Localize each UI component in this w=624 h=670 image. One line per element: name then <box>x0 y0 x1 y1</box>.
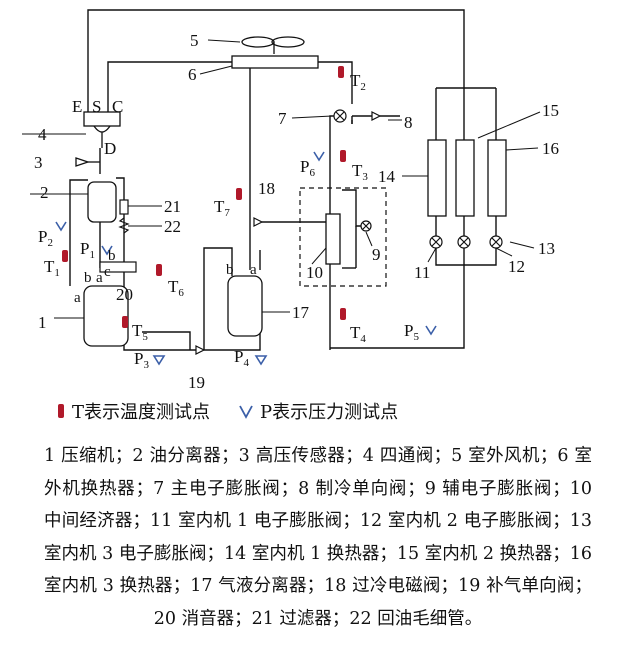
sensor-labels: T1 T2 T3 T4 T5 T6 T7 P1 P2 P3 P4 P5 P6 <box>38 71 419 371</box>
sensor-T3: T3 <box>352 161 368 183</box>
indoor-expansion-valve-2 <box>457 235 471 249</box>
label-b-sep: b <box>226 262 234 278</box>
legend-temperature-label: T表示温度测试点 <box>72 402 211 423</box>
press-marker-P2 <box>55 221 67 232</box>
refrigeration-check-valve <box>371 111 382 121</box>
label-a-muff: a <box>96 270 103 286</box>
pressure-markers <box>55 151 437 366</box>
legend: T表示温度测试点 P表示压力测试点 <box>56 396 616 426</box>
label-8: 8 <box>404 113 413 132</box>
sensor-P5: P5 <box>404 321 419 343</box>
legend-temperature: T表示温度测试点 <box>56 398 210 424</box>
press-marker-P1 <box>101 245 113 256</box>
label-10: 10 <box>306 263 323 282</box>
label-b-muff: b <box>108 248 116 264</box>
figure-caption: 1 压缩机；2 油分离器；3 高压传感器；4 四通阀；5 室外风机；6 室外机换… <box>44 446 592 629</box>
sensor-T7: T7 <box>214 197 230 219</box>
sensor-P1: P1 <box>80 239 95 261</box>
label-S: S <box>92 97 101 116</box>
temp-marker-T2 <box>338 66 344 78</box>
temp-marker-T4 <box>340 308 346 320</box>
label-a-sep: a <box>250 262 257 278</box>
intermediate-economizer <box>325 213 341 265</box>
indoor-expansion-valve-3 <box>489 235 503 249</box>
main-expansion-valve <box>333 109 347 123</box>
temperature-marker-icon <box>58 404 64 418</box>
label-18: 18 <box>258 179 275 198</box>
legend-pressure-label: P表示压力测试点 <box>260 402 399 423</box>
pressure-marker-icon <box>239 405 253 419</box>
label-E: E <box>72 97 82 116</box>
sensor-T5: T5 <box>132 321 148 343</box>
label-21: 21 <box>164 197 181 216</box>
label-13: 13 <box>538 239 555 258</box>
refrigeration-system-diagram: 1 2 3 4 5 6 7 8 9 10 11 12 13 14 15 16 1… <box>22 9 559 392</box>
outdoor-fan <box>241 36 305 54</box>
indoor-heat-exchanger-2 <box>455 139 475 217</box>
label-c-muff: c <box>104 264 111 280</box>
sensor-T1: T1 <box>44 257 60 279</box>
sensor-P3: P3 <box>134 349 149 371</box>
outdoor-heat-exchanger <box>231 55 319 69</box>
label-14: 14 <box>378 167 396 186</box>
press-marker-P5 <box>425 325 437 336</box>
label-5: 5 <box>190 31 199 50</box>
gas-liquid-separator <box>227 275 263 337</box>
sensor-P4: P4 <box>234 347 249 369</box>
indoor-expansion-valve-1 <box>429 235 443 249</box>
filter <box>119 199 129 215</box>
sensor-P6: P6 <box>300 157 315 179</box>
label-C: C <box>112 97 123 116</box>
sensor-P2: P2 <box>38 227 53 249</box>
aux-expansion-valve <box>360 220 372 232</box>
high-pressure-sensor <box>75 157 91 167</box>
label-7: 7 <box>278 109 287 128</box>
label-a-comp: a <box>74 290 81 306</box>
label-16: 16 <box>542 139 559 158</box>
label-12: 12 <box>508 257 525 276</box>
temp-marker-T7 <box>236 188 242 200</box>
label-1: 1 <box>38 313 47 332</box>
label-D: D <box>104 139 116 158</box>
temp-marker-T5 <box>122 316 128 328</box>
economizer-box <box>299 187 387 287</box>
four-way-valve <box>83 111 121 127</box>
temp-marker-T1 <box>62 250 68 262</box>
expansion-valves <box>333 109 503 249</box>
indoor-heat-exchanger-3 <box>487 139 507 217</box>
label-17: 17 <box>292 303 310 322</box>
subcooling-solenoid-valve <box>253 217 264 227</box>
label-b-comp: b <box>84 270 92 286</box>
leader-lines <box>22 39 541 319</box>
label-2: 2 <box>40 183 49 202</box>
compressor <box>83 285 129 347</box>
label-11: 11 <box>414 263 430 282</box>
oil-return-capillary <box>118 217 130 234</box>
oil-separator <box>87 181 117 223</box>
label-6: 6 <box>188 65 197 84</box>
temperature-markers <box>62 66 346 328</box>
label-15: 15 <box>542 101 559 120</box>
press-marker-P3 <box>152 355 166 366</box>
label-19: 19 <box>188 373 205 392</box>
injection-check-valve <box>195 345 206 355</box>
sensor-T6: T6 <box>168 277 184 299</box>
muffler <box>99 261 137 273</box>
sensor-T4: T4 <box>350 323 366 345</box>
sensor-T2: T2 <box>350 71 366 93</box>
legend-pressure: P表示压力测试点 <box>238 398 398 424</box>
label-4: 4 <box>38 125 47 144</box>
component-labels: 1 2 3 4 5 6 7 8 9 10 11 12 13 14 15 16 1… <box>34 31 559 392</box>
indoor-heat-exchanger-1 <box>427 139 447 217</box>
temp-marker-T3 <box>340 150 346 162</box>
press-marker-P6 <box>313 151 325 162</box>
label-20: 20 <box>116 285 133 304</box>
label-22: 22 <box>164 217 181 236</box>
press-marker-P4 <box>254 355 268 366</box>
label-9: 9 <box>372 245 381 264</box>
temp-marker-T6 <box>156 264 162 276</box>
label-3: 3 <box>34 153 43 172</box>
